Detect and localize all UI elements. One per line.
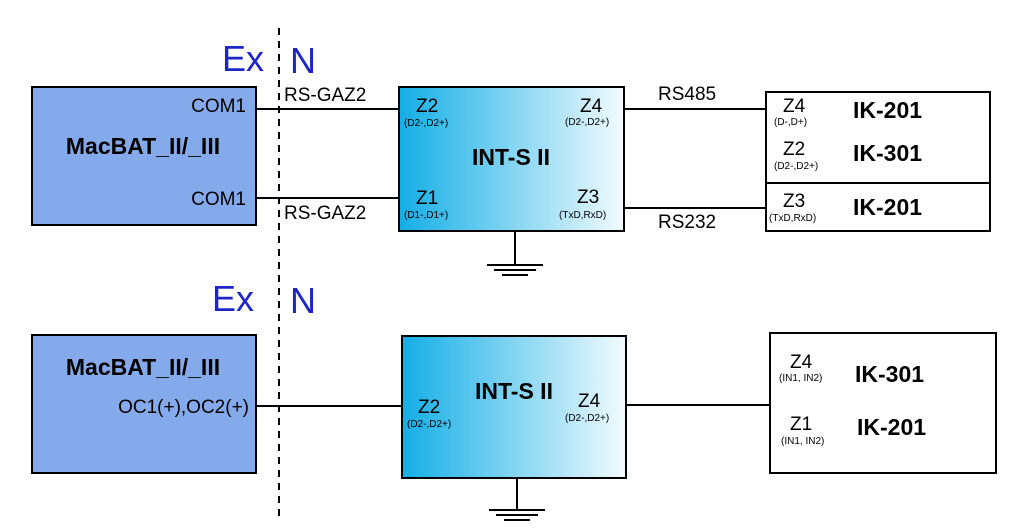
macbat-block-bottom	[31, 334, 257, 474]
ik-row2-name: IK-301	[853, 140, 922, 166]
ints-port-z1-top: Z1	[416, 188, 438, 209]
ints-pins-z3-top: (TxD,RxD)	[559, 210, 606, 221]
ik-bottom-row1-pins: (IN1, IN2)	[779, 373, 822, 384]
ik-bottom-row1-zone: Z4	[790, 352, 813, 373]
ik-row1-zone: Z4	[783, 96, 806, 117]
bus-label-rs485: RS485	[658, 84, 716, 105]
link-label-rs-gaz2-upper: RS-GAZ2	[284, 85, 366, 106]
ground-icon	[487, 231, 543, 276]
ints-port-z4-top: Z4	[580, 96, 603, 117]
ints-title-top: INT-S II	[472, 144, 550, 170]
ints-pins-z2-top: (D2-,D2+)	[404, 118, 448, 129]
macbat-block-top	[31, 86, 257, 226]
ints-pins-z4-bottom: (D2-,D2+)	[565, 413, 609, 424]
zone-n-label-bottom: N	[290, 280, 316, 321]
ik-row1-name: IK-201	[853, 97, 922, 123]
macbat-port-com1-upper: COM1	[191, 96, 246, 117]
ints-port-z2-top: Z2	[416, 96, 438, 117]
ik-bottom-row2-zone: Z1	[790, 414, 812, 435]
ik-block-bottom	[769, 332, 997, 474]
bus-label-rs232: RS232	[658, 212, 716, 233]
ints-title-bottom: INT-S II	[475, 378, 553, 404]
link-label-rs-gaz2-lower: RS-GAZ2	[284, 203, 366, 224]
ints-block-top	[398, 86, 625, 232]
ik-row2-zone: Z2	[783, 139, 805, 160]
ik-row3-name: IK-201	[853, 194, 922, 220]
ints-port-z3-top: Z3	[577, 187, 599, 208]
macbat-port-oc: OC1(+),OC2(+)	[118, 397, 249, 418]
zone-ex-label-top: Ex	[222, 38, 264, 79]
macbat-port-com1-lower: COM1	[191, 189, 246, 210]
ints-pins-z1-top: (D1-,D1+)	[404, 210, 448, 221]
ints-pins-z4-top: (D2-,D2+)	[565, 117, 609, 128]
ik-row3-zone: Z3	[783, 191, 805, 212]
macbat-title-bottom: MacBAT_II/_III	[66, 354, 220, 380]
zone-n-label-top: N	[290, 40, 316, 81]
ik-block-top-lower	[765, 182, 991, 232]
ints-port-z4-bottom: Z4	[578, 391, 601, 412]
ints-pins-z2-bottom: (D2-,D2+)	[407, 419, 451, 430]
ik-row1-pins: (D-,D+)	[774, 117, 807, 128]
zone-ex-label-bottom: Ex	[212, 278, 254, 319]
ik-row3-pins: (TxD,RxD)	[769, 213, 816, 224]
ints-block-bottom	[401, 335, 627, 479]
ik-bottom-row2-pins: (IN1, IN2)	[781, 436, 824, 447]
macbat-title-top: MacBAT_II/_III	[66, 133, 220, 159]
ik-bottom-row1-name: IK-301	[855, 361, 924, 387]
ints-port-z2-bottom: Z2	[418, 397, 440, 418]
ik-row2-pins: (D2-,D2+)	[774, 161, 818, 172]
ground-icon	[489, 478, 545, 521]
ik-bottom-row2-name: IK-201	[857, 414, 926, 440]
